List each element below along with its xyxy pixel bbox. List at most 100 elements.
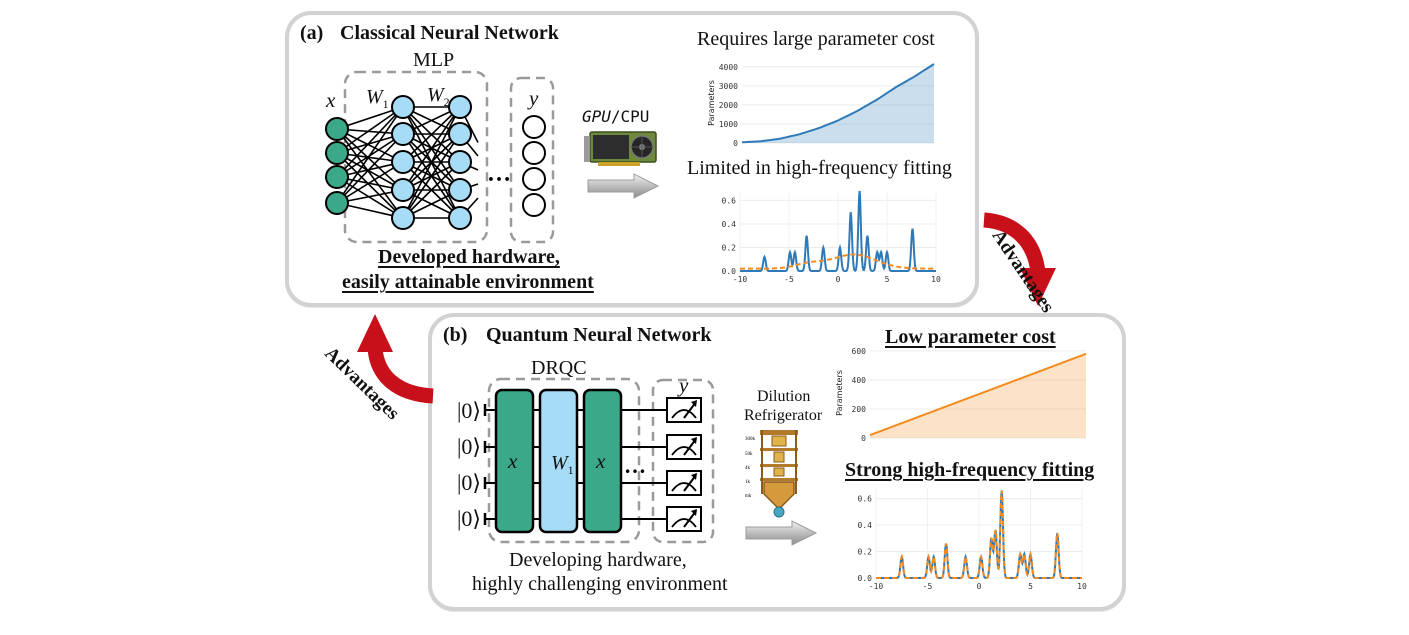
mlp-edge: [402, 161, 461, 219]
meter-arc: [671, 446, 697, 456]
mlp-node-layer-1: [391, 178, 415, 202]
gpu-text: GPU: [582, 107, 611, 126]
meter-needle-head: [691, 509, 697, 516]
mlp-edge: [336, 106, 404, 204]
mlp-label: MLP: [413, 49, 455, 71]
mlp-node-layer-0: [325, 141, 349, 165]
mlp-edge: [402, 106, 461, 163]
chart-y-tick-label: 4000: [719, 63, 738, 72]
output-y-symbol: y: [529, 86, 539, 110]
weight-block-w1: [538, 388, 579, 534]
chart-series-fit: [740, 253, 936, 270]
chart-a2-title: Limited in high-frequency fitting: [687, 157, 952, 179]
chart-b1-title: Low parameter cost: [885, 326, 1056, 348]
ket-0-q4: |0⟩: [457, 506, 481, 531]
mlp-node-layer-0: [325, 165, 349, 189]
drqc-output-y: y: [679, 373, 689, 397]
mlp-node-layer-3: [522, 167, 546, 191]
mlp-node-layer-1: [391, 122, 415, 146]
chart-y-tick-label: 0.6: [858, 495, 873, 504]
fridge-label-line2: Refrigerator: [744, 407, 823, 424]
panel-b-hardware-line2: highly challenging environment: [472, 573, 728, 595]
meter-needle-head: [691, 400, 697, 407]
chart-x-tick-label: -10: [733, 275, 748, 284]
encoding-block-1: [494, 388, 535, 534]
drqc-ellipsis: …: [624, 453, 646, 478]
chart-b2-title: Strong high-frequency fitting: [845, 459, 1095, 481]
mlp-node-layer-2: [448, 178, 472, 202]
mlp-node-layer-3: [522, 115, 546, 139]
panel-a-hardware-line1: Developed hardware,: [378, 246, 560, 268]
cpu-text: /CPU: [610, 107, 650, 126]
fridge-stage-label: 50k: [745, 452, 753, 457]
chart-y-tick-label: 400: [852, 376, 867, 385]
mlp-node-layer-3: [522, 193, 546, 217]
chart-x-tick-label: -5: [784, 275, 794, 284]
input-x-symbol: x: [326, 88, 336, 112]
mlp-node-layer-2: [448, 150, 472, 174]
mlp-edge: [336, 128, 404, 163]
mlp-edge: [336, 176, 404, 219]
weight-w2-letter: W: [427, 84, 444, 106]
chart-y-tick-label: 0.2: [858, 548, 873, 557]
chart-series-target: [740, 190, 936, 273]
chart-x-tick-label: 0: [977, 582, 982, 591]
mlp-edge: [336, 128, 404, 191]
mlp-node-layer-3: [522, 141, 546, 165]
chart-y-tick-label: 600: [852, 347, 867, 356]
weight-w2-sub: 2: [443, 95, 450, 109]
weight-w2-label: W2: [427, 84, 450, 110]
meter-arc: [671, 518, 697, 528]
mlp-node-layer-2: [448, 206, 472, 230]
mlp-edge: [336, 106, 404, 178]
mlp-edge: [336, 152, 404, 191]
gpu-card-icon: [584, 131, 657, 166]
drqc-diagram: …: [483, 377, 715, 544]
block-w1-letter: W: [551, 452, 568, 474]
measurement-meter-icon: [666, 506, 702, 532]
chart-x-tick-label: -10: [869, 582, 884, 591]
dilution-refrigerator-icon: 300k 50k 4k 1k mk: [745, 430, 798, 518]
measurement-meter-icon: [666, 434, 702, 460]
fridge-stage-label: 1k: [745, 480, 751, 485]
block-w1-label: W1: [551, 452, 574, 478]
chart-y-tick-label: 1000: [719, 120, 738, 129]
meter-needle-head: [691, 473, 697, 480]
mlp-edge: [336, 106, 404, 154]
block-x2-label: x: [596, 449, 606, 473]
chart-y-tick-label: 2000: [719, 101, 738, 110]
panel-a-hardware-line2: easily attainable environment: [342, 271, 594, 293]
advantages-arrow-right: [983, 212, 1056, 306]
mlp-node-layer-1: [391, 206, 415, 230]
chart-series-line: [869, 352, 1087, 437]
chart-y-tick-label: 0.0: [722, 267, 737, 276]
mlp-edge: [336, 133, 404, 204]
mlp-node-layer-2: [448, 95, 472, 119]
mlp-edge: [402, 133, 461, 219]
chart-y-tick-label: 0: [733, 139, 738, 148]
mlp-edge: [336, 128, 404, 219]
fridge-stage-label: 300k: [745, 437, 756, 442]
ket-0-q2: |0⟩: [457, 434, 481, 459]
chart-y-tick-label: 0.4: [722, 220, 737, 229]
mlp-nodes: [325, 95, 546, 230]
meter-arc: [671, 482, 697, 492]
mlp-edge: [402, 106, 461, 191]
panel-b-gray-arrow: [745, 520, 818, 546]
weight-w1-sub: 1: [382, 97, 389, 111]
measurement-meter-icon: [666, 397, 702, 423]
panel-a-title: Classical Neural Network: [340, 22, 559, 44]
panel-b-label: (b): [443, 324, 468, 346]
meter-arc: [671, 409, 697, 419]
chart-y-tick-label: 200: [852, 405, 867, 414]
chart-y-tick-label: 0.4: [858, 521, 873, 530]
mlp-node-layer-0: [325, 117, 349, 141]
measurement-dashed-box: [651, 378, 715, 544]
weight-w1-label: W1: [366, 86, 389, 112]
mlp-edge: [402, 106, 461, 219]
advantages-arrow-left: [357, 314, 434, 404]
